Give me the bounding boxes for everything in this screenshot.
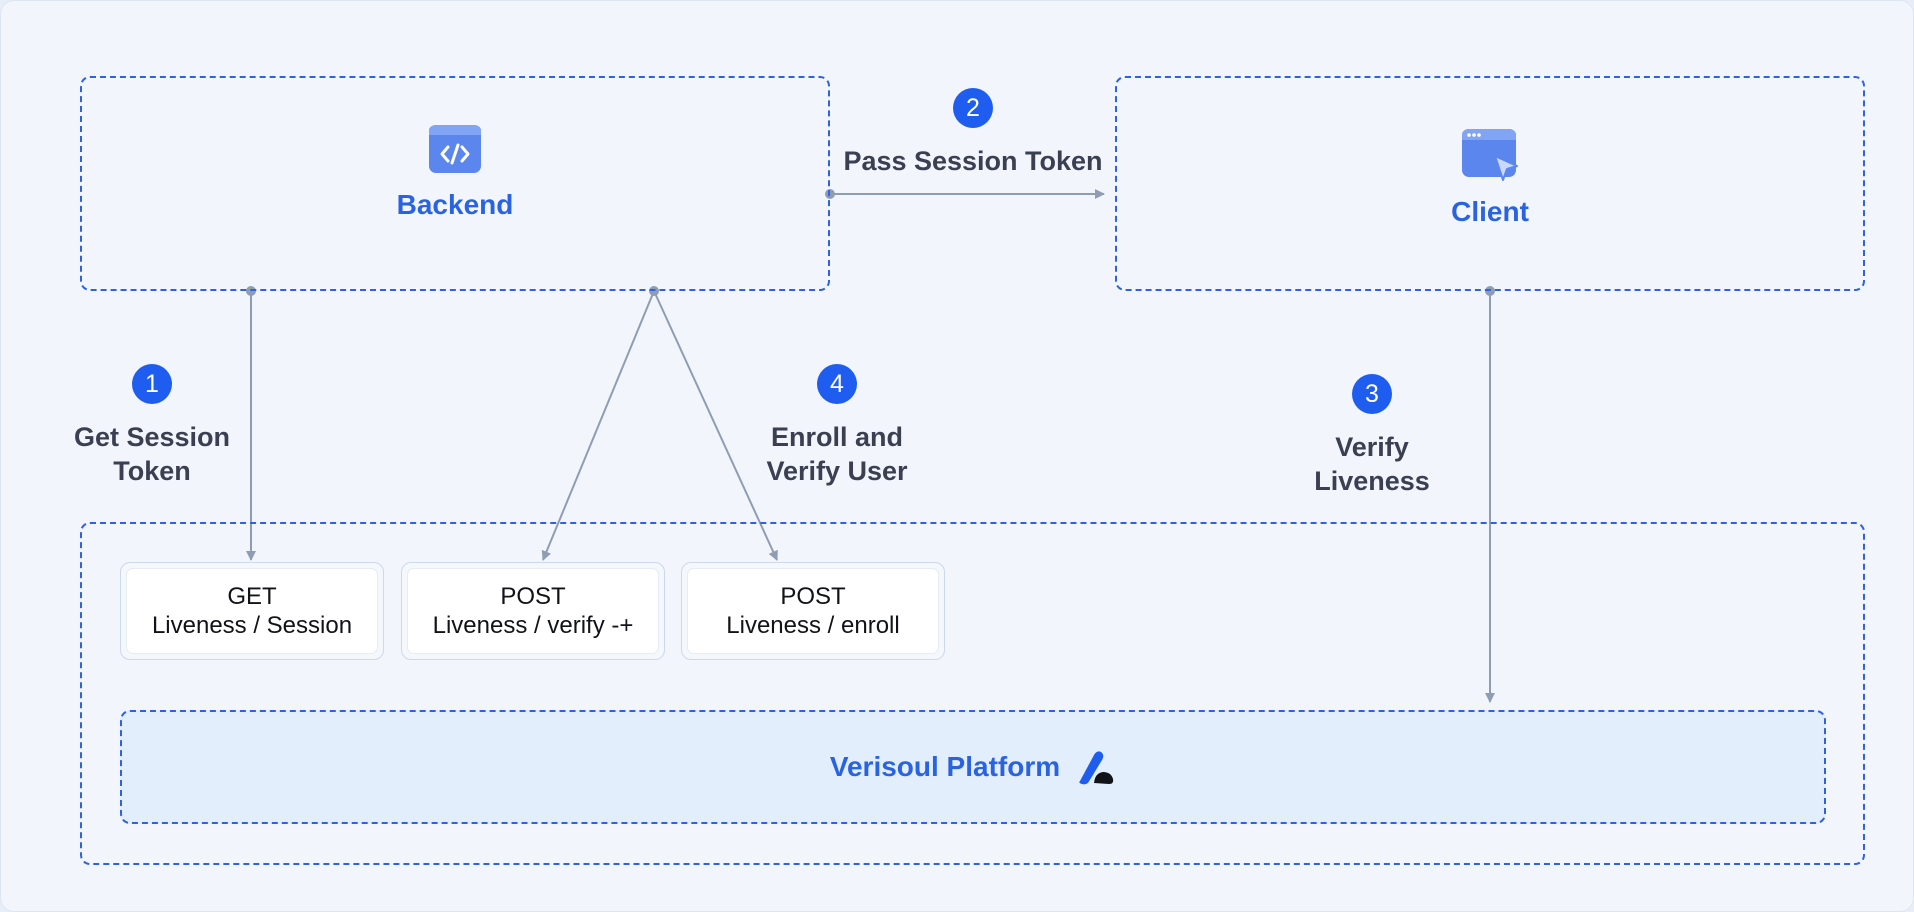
step-badge-4: 4 — [817, 364, 857, 404]
verisoul-platform: Verisoul Platform — [120, 710, 1826, 824]
browser-cursor-icon — [1461, 128, 1521, 184]
client-label: Client — [1451, 196, 1529, 227]
step-badge-1: 1 — [132, 364, 172, 404]
endpoint-method: POST — [500, 583, 566, 610]
endpoint-get-session[interactable]: GET Liveness / Session — [120, 562, 384, 660]
endpoint-path: Liveness / verify -+ — [432, 612, 634, 639]
endpoint-card: POST Liveness / verify -+ — [408, 569, 658, 653]
arrow-post-enroll — [653, 290, 778, 561]
step-label-4-line1: Enroll and — [770, 422, 903, 452]
endpoint-method: GET — [227, 583, 277, 610]
platform-container — [80, 522, 1865, 865]
step-label-4: Enroll and Verify User — [737, 420, 937, 488]
verisoul-logo-icon — [1076, 749, 1116, 785]
endpoint-card: POST Liveness / enroll — [688, 569, 938, 653]
step-label-1-line1: Get Session — [73, 422, 231, 452]
arrow-post-verify — [541, 290, 655, 561]
step-badge-2: 2 — [953, 88, 993, 128]
platform-label: Verisoul Platform — [829, 751, 1061, 782]
endpoint-post-enroll[interactable]: POST Liveness / enroll — [681, 562, 945, 660]
endpoint-path: Liveness / Session — [151, 612, 353, 639]
step-label-3: Verify Liveness — [1272, 430, 1472, 498]
backend-label: Backend — [396, 189, 514, 220]
backend-box — [80, 76, 830, 291]
step-label-2: Pass Session Token — [823, 144, 1123, 178]
endpoint-post-verify[interactable]: POST Liveness / verify -+ — [401, 562, 665, 660]
step-label-1-line2: Token — [113, 456, 191, 486]
step-label-1: Get Session Token — [52, 420, 252, 488]
step-label-2-line1: Pass Session Token — [843, 146, 1103, 176]
endpoint-method: POST — [780, 583, 846, 610]
step-label-3-line2: Liveness — [1314, 466, 1430, 496]
endpoint-card: GET Liveness / Session — [127, 569, 377, 653]
step-label-3-line1: Verify — [1335, 432, 1409, 462]
step-badge-3: 3 — [1352, 374, 1392, 414]
step-label-4-line2: Verify User — [766, 456, 908, 486]
endpoint-path: Liveness / enroll — [726, 612, 900, 639]
code-window-icon — [429, 125, 481, 173]
client-box — [1115, 76, 1865, 291]
